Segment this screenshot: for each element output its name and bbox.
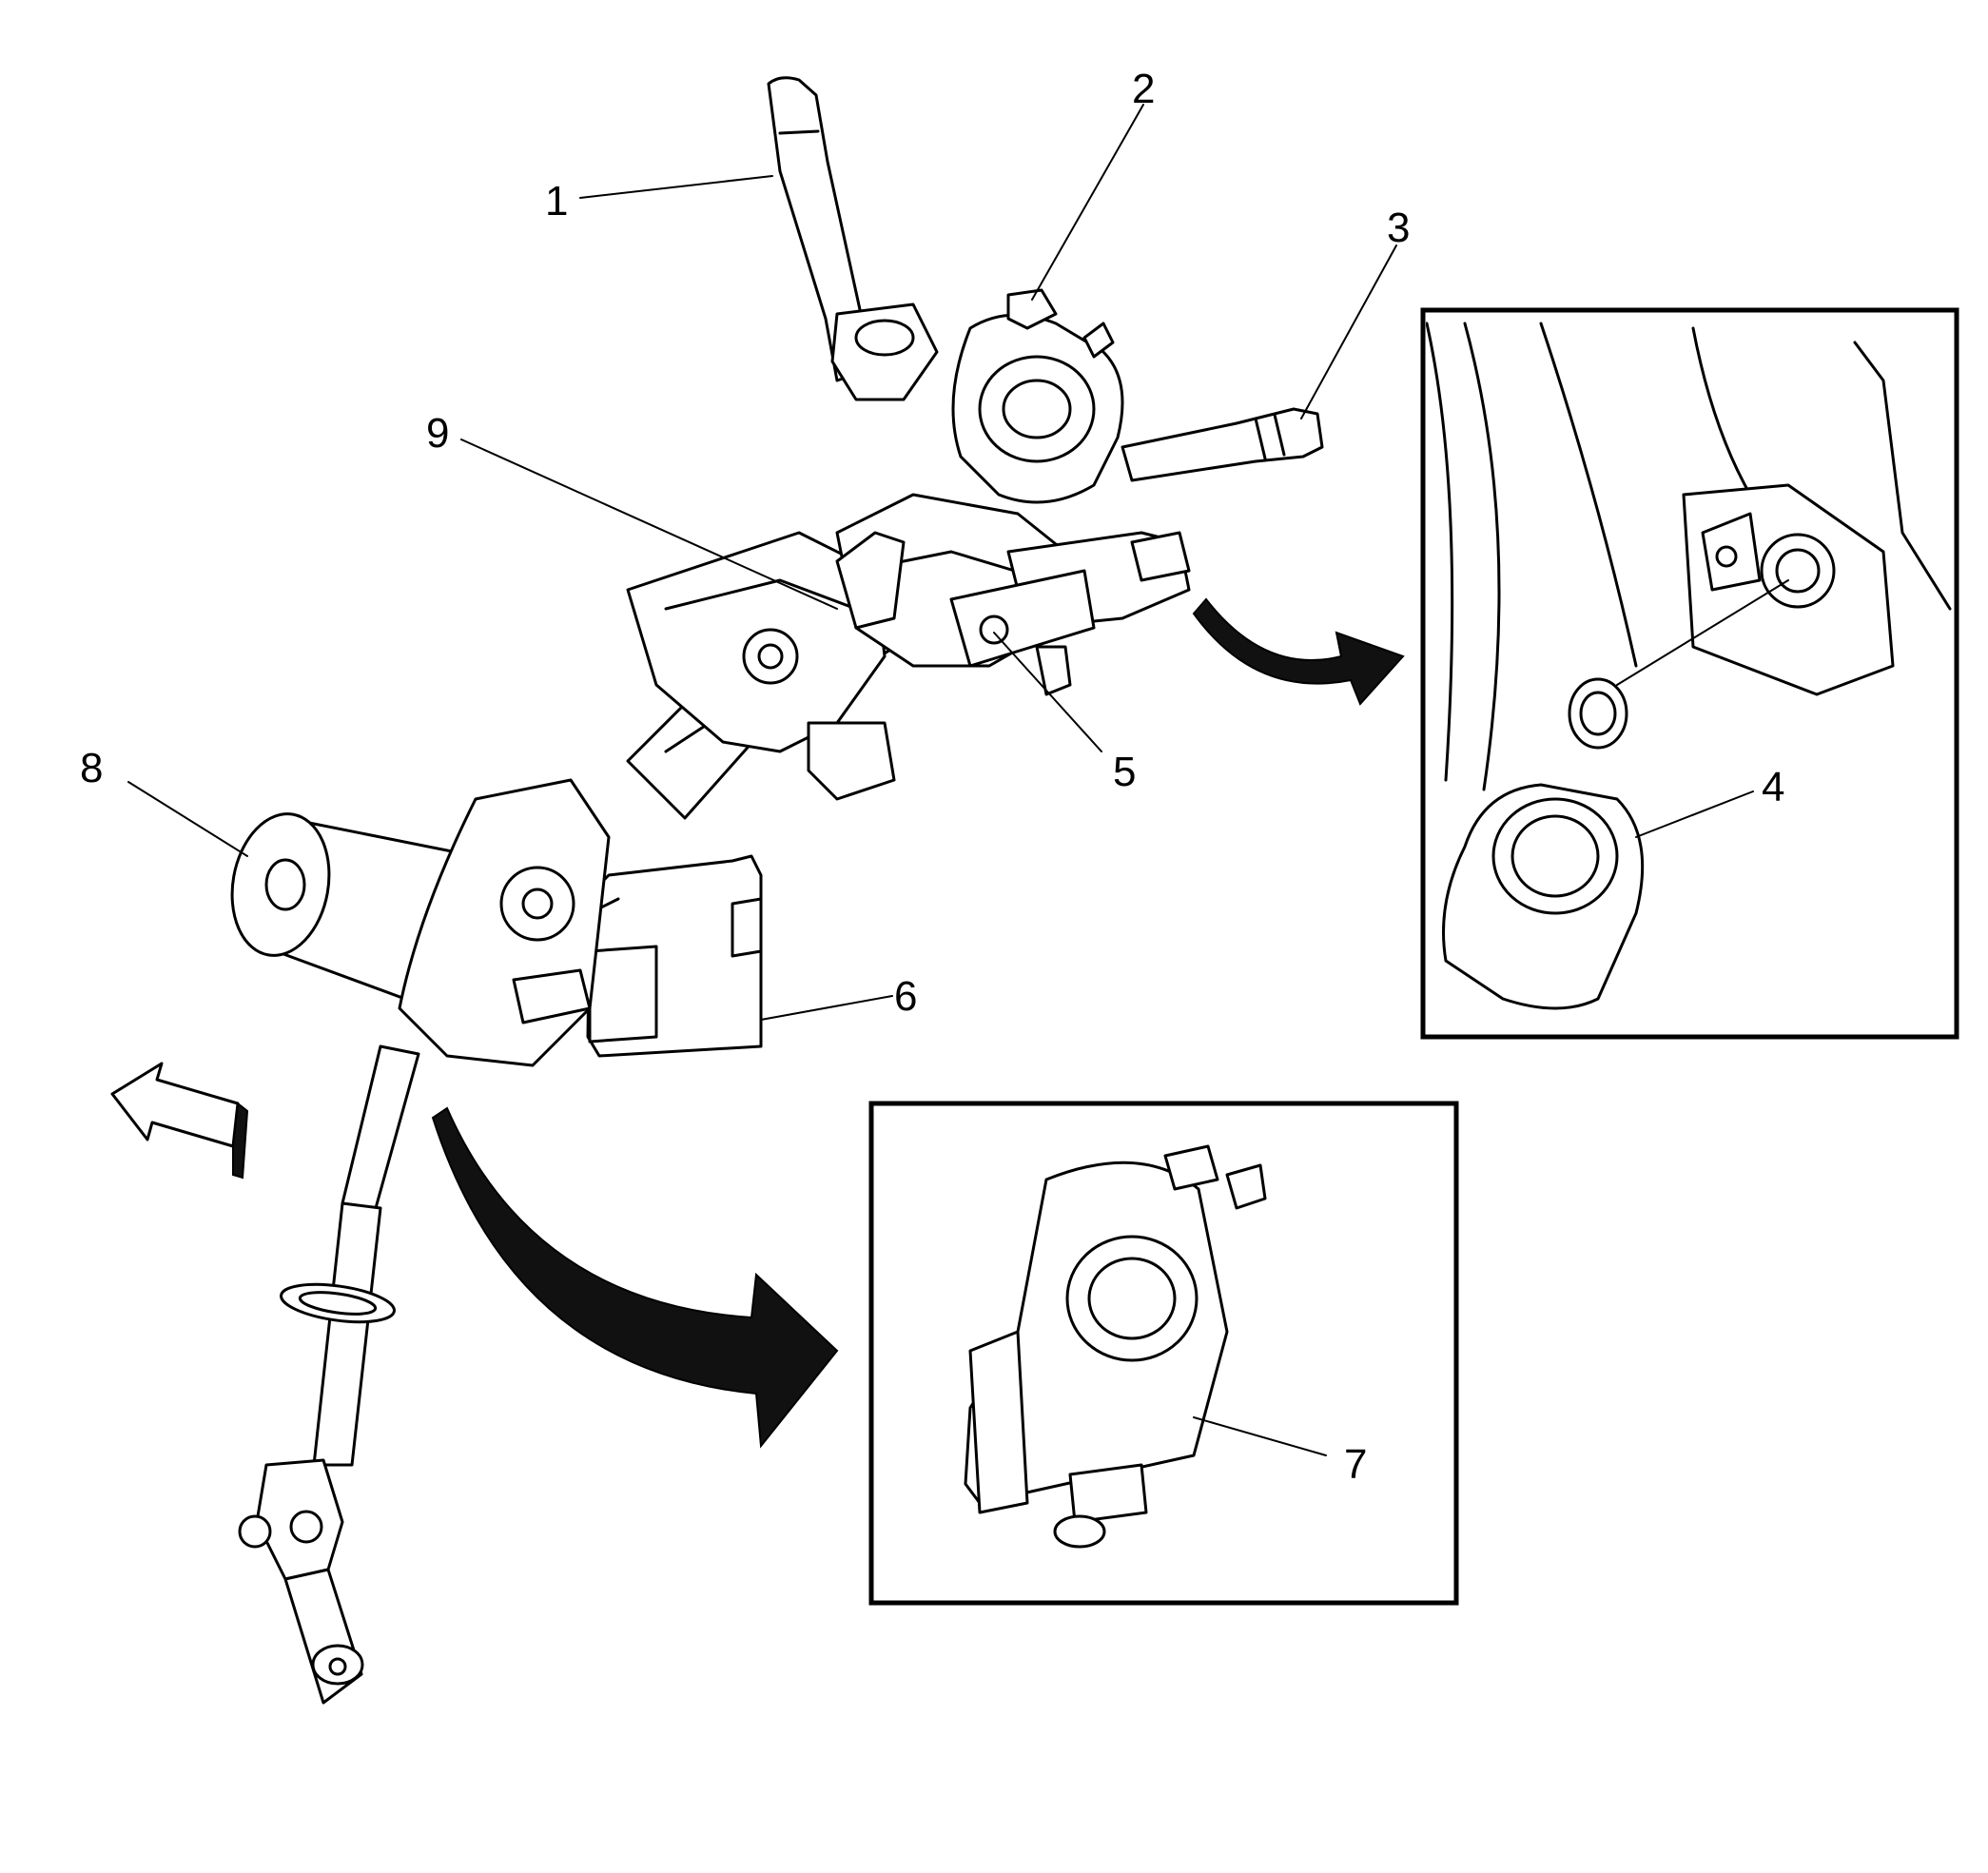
callout-8: 8 — [80, 745, 103, 791]
callout-5: 5 — [1113, 749, 1136, 795]
callout-1: 1 — [545, 178, 568, 224]
leader-9 — [460, 439, 838, 610]
callout-2: 2 — [1132, 66, 1155, 112]
leader-7 — [1193, 1416, 1327, 1456]
leader-2 — [1031, 104, 1144, 301]
leader-lines — [127, 104, 1754, 1456]
callout-labels: 1 2 3 4 5 6 7 8 9 — [80, 66, 1784, 1488]
leader-6 — [760, 995, 893, 1021]
leader-5 — [993, 632, 1102, 752]
steering-motor-8 — [230, 778, 611, 1067]
leader-4 — [1635, 790, 1754, 838]
inset-lock-cylinder — [1420, 307, 1959, 1040]
inset-position-sensor — [868, 1101, 1459, 1606]
curved-arrow-to-inset-4 — [1192, 597, 1405, 706]
switch-hub-2 — [951, 288, 1124, 504]
curved-arrow-to-inset-7 — [431, 1106, 839, 1449]
steering-column-assembly — [626, 493, 1191, 820]
leader-8 — [127, 781, 248, 857]
multifunction-lever-1 — [767, 76, 939, 401]
callout-4: 4 — [1762, 764, 1784, 810]
callout-9: 9 — [426, 410, 449, 457]
callout-3: 3 — [1387, 205, 1410, 251]
control-module-6 — [586, 854, 763, 1058]
callout-6: 6 — [894, 973, 917, 1020]
intermediate-shaft — [238, 1044, 420, 1705]
leader-3 — [1300, 244, 1397, 419]
leader-1 — [579, 175, 773, 199]
wiper-lever-3 — [1121, 407, 1324, 482]
callout-7: 7 — [1344, 1441, 1367, 1488]
forward-arrow-left-icon — [110, 1062, 249, 1180]
